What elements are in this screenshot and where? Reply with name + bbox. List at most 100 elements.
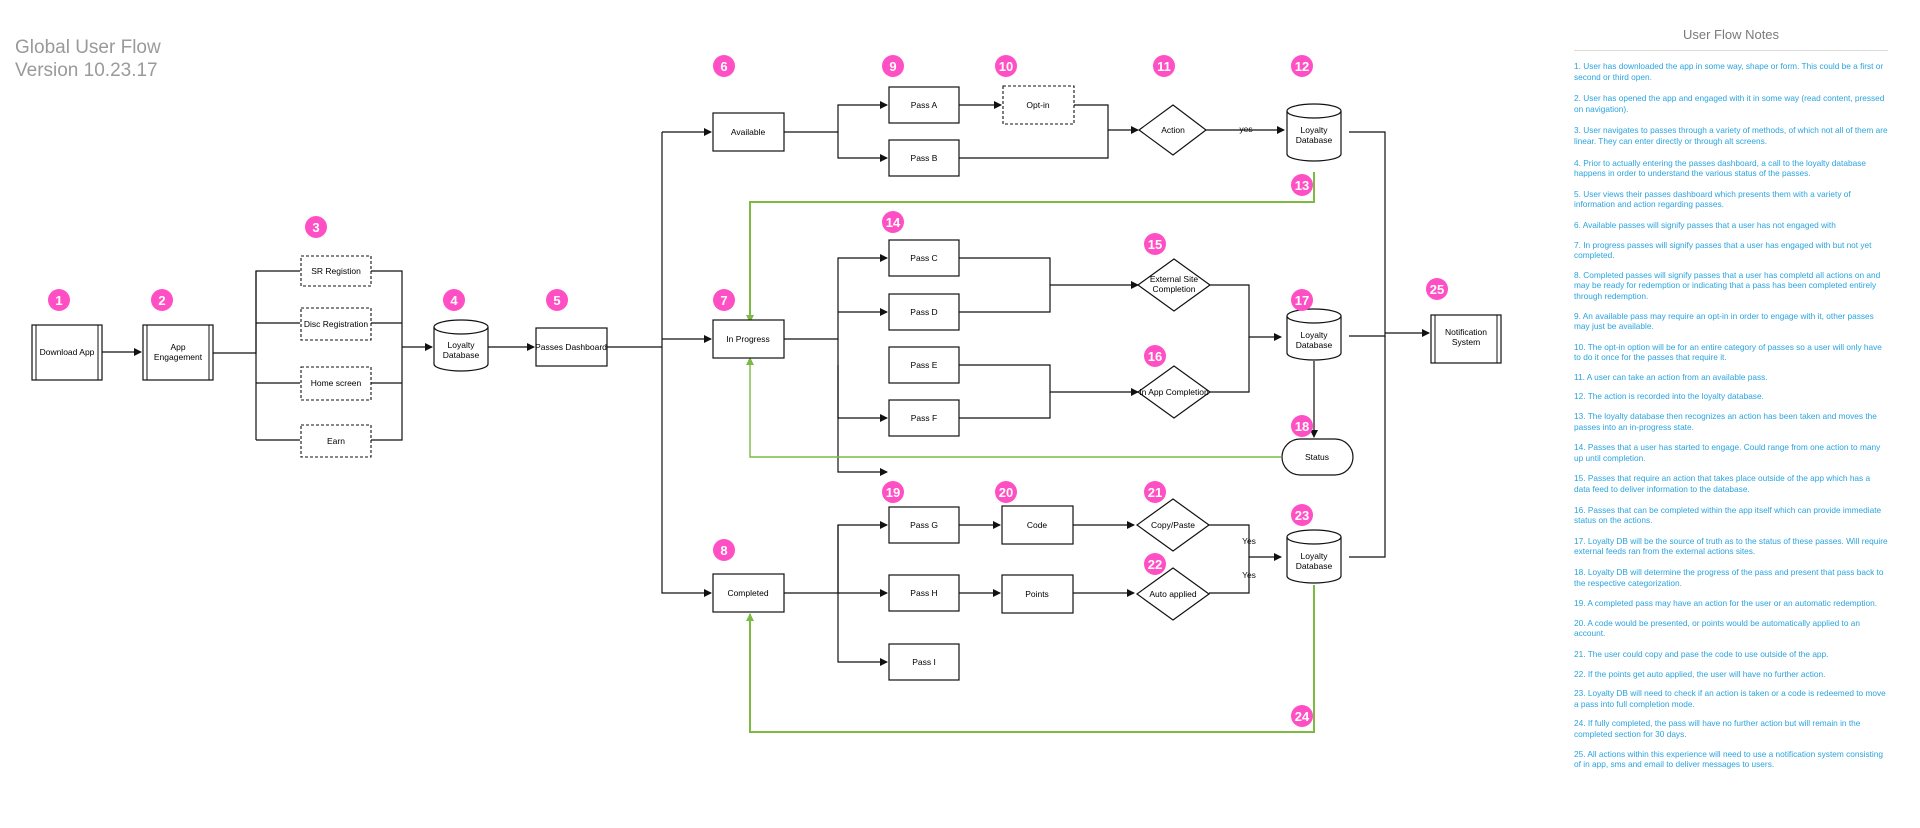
available-node: Available (712, 112, 785, 152)
svg-text:7: 7 (720, 293, 727, 308)
note-item: 16. Passes that can be completed within … (1574, 504, 1882, 526)
status-node: Status (1281, 438, 1354, 476)
svg-text:3: 3 (312, 220, 319, 235)
loyalty-db-2-label-2: Database (1296, 135, 1333, 145)
svg-text:9: 9 (889, 59, 896, 74)
svg-text:1: 1 (55, 293, 62, 308)
step-badges: 1 2 3 4 5 6 7 8 9 10 11 12 13 14 15 16 1… (48, 55, 1448, 727)
loyalty-database-2: Loyalty Database (1286, 103, 1342, 162)
loyalty-db-3-label-1: Loyalty (1301, 330, 1329, 340)
note-item: 11. A user can take an action from an av… (1574, 371, 1768, 382)
in-progress-node: In Progress (712, 319, 785, 359)
badge-4: 4 (443, 289, 465, 311)
note-item: 10. The opt-in option will be for an ent… (1574, 341, 1882, 363)
pass-e-label: Pass E (911, 360, 938, 370)
pass-b-label: Pass B (911, 153, 938, 163)
badge-7: 7 (713, 289, 735, 311)
svg-text:14: 14 (886, 215, 901, 230)
svg-text:8: 8 (720, 543, 727, 558)
app-engagement-label-1: App (170, 342, 185, 352)
note-item: 25. All actions within this experience w… (1574, 748, 1883, 770)
in-app-completion-decision: In App Completion (1136, 365, 1212, 419)
pass-g-label: Pass G (910, 520, 938, 530)
svg-text:20: 20 (999, 485, 1013, 500)
action-label: Action (1161, 125, 1185, 135)
in-progress-label: In Progress (726, 334, 769, 344)
svg-text:24: 24 (1295, 709, 1310, 724)
pass-f-label: Pass F (911, 413, 937, 423)
badge-13: 13 (1291, 174, 1313, 196)
note-item: 14. Passes that a user has started to en… (1574, 442, 1881, 463)
completed-node: Completed (712, 573, 785, 613)
loyalty-db-4-label-2: Database (1296, 561, 1333, 571)
badge-21: 21 (1144, 481, 1166, 503)
external-site-label-1: External Site (1150, 274, 1198, 284)
badge-14: 14 (882, 211, 904, 233)
auto-applied-label: Auto applied (1149, 589, 1197, 599)
pass-a-node: Pass A (888, 86, 960, 124)
svg-text:23: 23 (1295, 508, 1309, 523)
badge-8: 8 (713, 539, 735, 561)
points-label: Points (1025, 589, 1049, 599)
app-engagement-label-2: Engagement (154, 352, 203, 362)
earn-node: Earn (300, 424, 372, 458)
notification-label-1: Notification (1445, 327, 1487, 337)
badge-12: 12 (1291, 55, 1313, 77)
disc-registration-node: Disc Registration (300, 307, 372, 341)
points-node: Points (1001, 574, 1074, 614)
note-item: 7. In progress passes will signify passe… (1574, 239, 1872, 261)
note-item: 5. User views their passes dashboard whi… (1574, 188, 1851, 210)
loyalty-db-4-label-1: Loyalty (1301, 551, 1329, 561)
user-flow-notes-panel: User Flow Notes 1. User has downloaded t… (1574, 26, 1888, 770)
pass-c-label: Pass C (910, 253, 937, 263)
pass-h-node: Pass H (888, 574, 960, 612)
loyalty-db-3-label-2: Database (1296, 340, 1333, 350)
svg-text:10: 10 (999, 59, 1013, 74)
disc-registration-label: Disc Registration (304, 319, 369, 329)
note-item: 22. If the points get auto applied, the … (1574, 668, 1826, 679)
badge-16: 16 (1144, 345, 1166, 367)
available-label: Available (731, 127, 766, 137)
svg-text:4: 4 (450, 293, 458, 308)
home-screen-label: Home screen (311, 378, 362, 388)
pass-i-label: Pass I (912, 657, 936, 667)
svg-text:22: 22 (1148, 557, 1162, 572)
badge-17: 17 (1291, 289, 1313, 311)
auto-applied-decision: Auto applied (1135, 567, 1211, 621)
external-site-label-2: Completion (1153, 284, 1196, 294)
note-item: 15. Passes that require an action that t… (1574, 473, 1871, 495)
yes-label-action: yes (1239, 124, 1252, 134)
svg-text:5: 5 (553, 293, 560, 308)
pass-e-node: Pass E (888, 346, 960, 384)
download-app-label: Download App (40, 347, 95, 357)
pass-h-label: Pass H (910, 588, 937, 598)
badge-5: 5 (546, 289, 568, 311)
pass-a-label: Pass A (911, 100, 938, 110)
yes-label-auto: Yes (1242, 570, 1256, 580)
pass-b-node: Pass B (888, 139, 960, 177)
svg-text:11: 11 (1157, 59, 1171, 74)
note-item: 1. User has downloaded the app in some w… (1574, 61, 1884, 82)
note-item: 4. Prior to actually entering the passes… (1574, 157, 1866, 179)
notes-title: User Flow Notes (1574, 26, 1888, 51)
pass-d-label: Pass D (910, 307, 937, 317)
badge-19: 19 (882, 481, 904, 503)
page-title: Global User Flow (15, 37, 161, 58)
loyalty-db-1-label-1: Loyalty (448, 340, 476, 350)
badge-25: 25 (1426, 278, 1448, 300)
completed-label: Completed (727, 588, 768, 598)
notification-system-node: Notification System (1430, 314, 1502, 364)
notification-label-2: System (1452, 337, 1480, 347)
code-node: Code (1001, 505, 1074, 545)
external-site-decision: External Site Completion (1136, 258, 1212, 312)
home-screen-node: Home screen (300, 366, 372, 401)
svg-text:13: 13 (1295, 178, 1309, 193)
opt-in-node: Opt-in (1002, 85, 1075, 125)
code-label: Code (1027, 520, 1048, 530)
user-flow-diagram: Download App App Engagement SR Registion… (31, 55, 1502, 733)
in-app-completion-label: In App Completion (1139, 387, 1209, 397)
svg-text:16: 16 (1148, 349, 1162, 364)
pass-g-node: Pass G (888, 506, 960, 544)
badge-18: 18 (1291, 415, 1313, 437)
pass-c-node: Pass C (888, 239, 960, 277)
